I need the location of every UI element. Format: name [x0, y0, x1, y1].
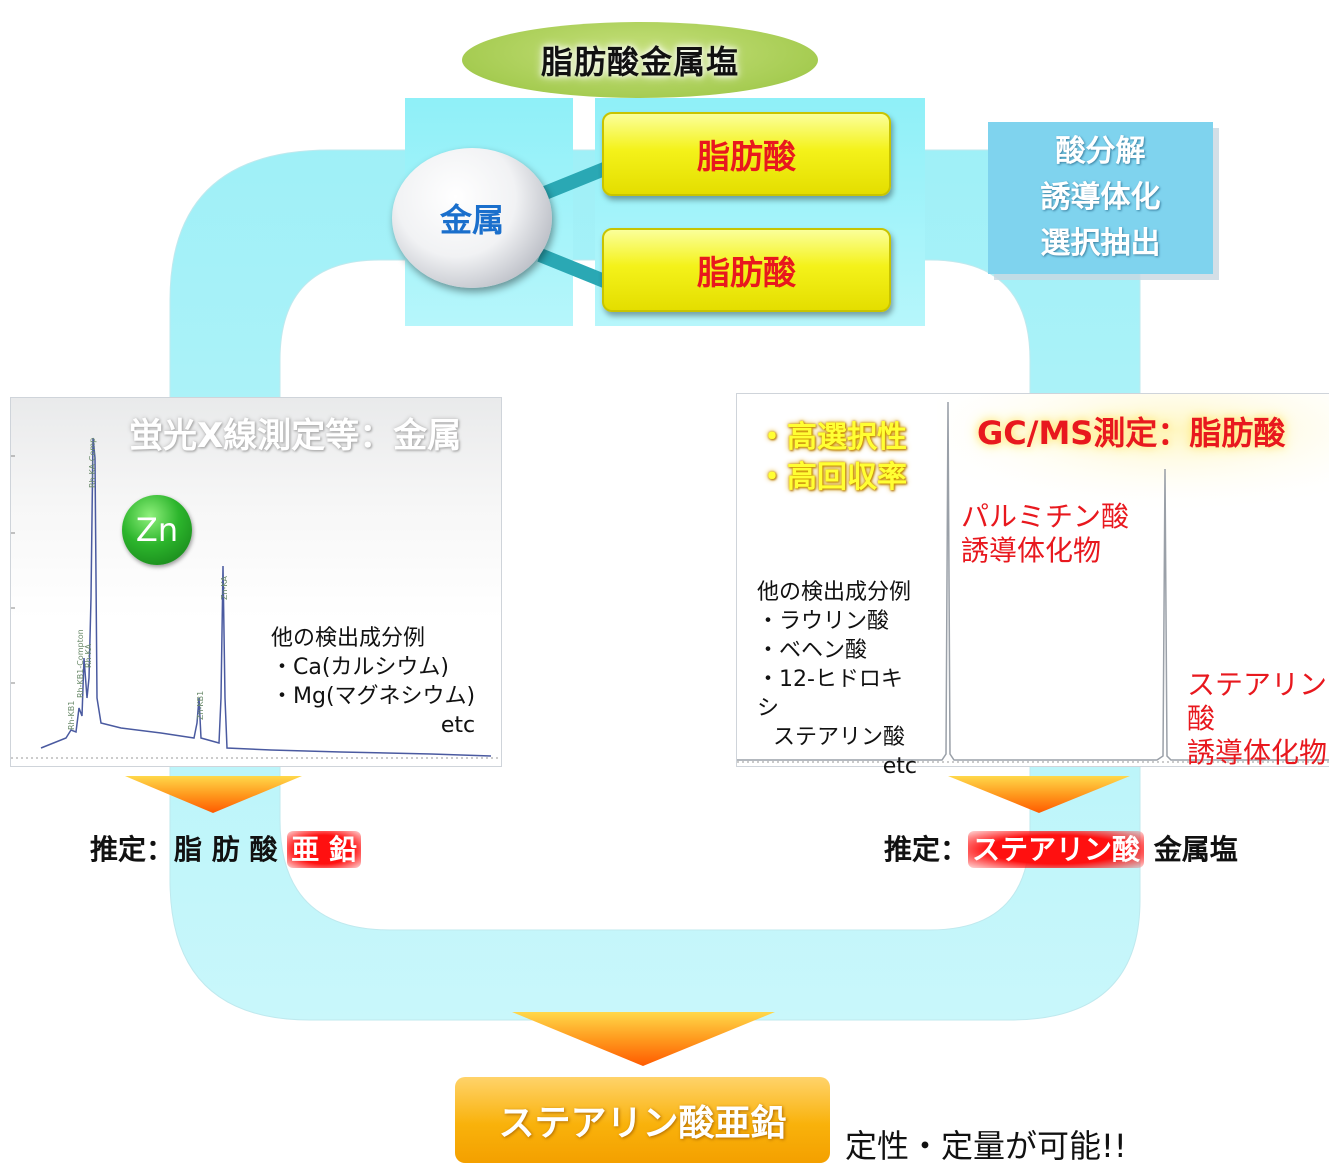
peak-label-zn-kb1: Zn-KB1 — [196, 691, 205, 720]
xrf-note-line-2: ・Ca(カルシウム) — [271, 655, 450, 680]
fatty-acid-box-1: 脂肪酸 — [602, 112, 891, 196]
gcms-features: ・高選択性 ・高回収率 — [757, 418, 907, 498]
fatty-acid-label-2: 脂肪酸 — [697, 253, 796, 292]
gcms-note-line-6: etc — [882, 754, 917, 779]
estimate-right-prefix: 推定： — [884, 833, 969, 866]
gcms-note-line-3: ・ベヘン酸 — [757, 638, 868, 663]
fatty-acid-label-1: 脂肪酸 — [697, 137, 796, 176]
stearic-label: ステアリン酸 誘導体化物 — [1187, 668, 1329, 770]
peak-label-zn-ka: Zn-KA — [220, 575, 229, 600]
arrow-bottom-down — [512, 1012, 775, 1066]
arrow-right-down — [948, 776, 1130, 813]
arrow-left-down — [125, 776, 302, 813]
xrf-title: 蛍光X線測定等：金属 — [129, 416, 462, 456]
stearic-label-line-2: 誘導体化物 — [1187, 736, 1328, 769]
feature-recovery: ・高回収率 — [757, 460, 907, 495]
peak-label-rh-kb1: Rh-KB1 — [67, 701, 76, 730]
gcms-spectrum-panel: GC/MS測定：脂肪酸 ・高選択性 ・高回収率 パルミチン酸 誘導体化物 ステア… — [736, 393, 1329, 779]
xrf-note-line-1: 他の検出成分例 — [271, 626, 426, 651]
palmitic-label-line-2: 誘導体化物 — [961, 534, 1102, 567]
xrf-note-line-4: etc — [440, 713, 476, 738]
xrf-note: 他の検出成分例 ・Ca(カルシウム) ・Mg(マグネシウム) etc — [271, 624, 475, 740]
xrf-trace — [40, 437, 492, 757]
palmitic-label-line-1: パルミチン酸 — [961, 500, 1130, 533]
method-line-3: 選択抽出 — [1040, 226, 1161, 261]
stearic-label-line-1: ステアリン酸 — [1187, 668, 1328, 735]
gcms-note-line-1: 他の検出成分例 — [757, 580, 912, 605]
metal-circle: 金属 — [392, 148, 552, 288]
metal-label: 金属 — [439, 201, 504, 239]
zn-badge: Zn — [122, 495, 192, 565]
xrf-spectrum-plot: Rh-KB1 Rh-KB1-Compton Rh-KA Rh-KA-Comp Z… — [11, 437, 501, 759]
gcms-note: 他の検出成分例 ・ラウリン酸 ・ベヘン酸 ・12-ヒドロキシ ステアリン酸 et… — [757, 578, 917, 781]
gcms-note-line-4: ・12-ヒドロキシ — [757, 667, 903, 721]
title-ellipse: 脂肪酸金属塩 — [462, 22, 818, 98]
zn-text: Zn — [135, 511, 179, 549]
gcms-note-line-2: ・ラウリン酸 — [757, 609, 890, 634]
gcms-trace — [737, 401, 1329, 761]
estimate-left-prefix: 推定： — [90, 833, 175, 866]
gcms-note-line-5: ステアリン酸 — [773, 725, 906, 750]
estimate-left-normal: 脂 肪 酸 — [174, 833, 278, 866]
palmitic-label: パルミチン酸 誘導体化物 — [961, 500, 1129, 568]
method-line-1: 酸分解 — [1055, 134, 1146, 169]
fatty-acid-box-2: 脂肪酸 — [602, 228, 891, 312]
xrf-spectrum-panel: Rh-KB1 Rh-KB1-Compton Rh-KA Rh-KA-Comp Z… — [10, 397, 502, 767]
estimate-right-highlight: ステアリン酸 — [968, 831, 1145, 868]
gcms-title: GC/MS測定：脂肪酸 — [977, 414, 1286, 452]
peak-label-rh-ka: Rh-KA — [84, 643, 93, 668]
result-text: ステアリン酸亜鉛 — [498, 1103, 787, 1144]
feature-selectivity: ・高選択性 — [757, 420, 907, 455]
estimate-right: 推定：ステアリン酸 金属塩 — [884, 828, 1238, 868]
xrf-note-line-3: ・Mg(マグネシウム) — [271, 684, 476, 709]
peak-label-rh-ka-comp: Rh-KA-Comp — [88, 438, 97, 488]
estimate-left: 推定：脂 肪 酸 亜 鉛 — [90, 828, 362, 868]
title-text: 脂肪酸金属塩 — [540, 43, 739, 81]
peak-label-rh-kb1-compton: Rh-KB1-Compton — [76, 629, 85, 698]
gcms-spectrum-plot — [737, 394, 1329, 763]
result-box: ステアリン酸亜鉛 — [455, 1077, 830, 1163]
conclusion-text: 定性・定量が可能!! — [845, 1127, 1127, 1165]
estimate-right-normal: 金属塩 — [1153, 833, 1238, 866]
estimate-left-highlight: 亜 鉛 — [287, 831, 362, 868]
method-box: 酸分解 誘導体化 選択抽出 — [988, 122, 1213, 274]
method-line-2: 誘導体化 — [1040, 180, 1161, 215]
